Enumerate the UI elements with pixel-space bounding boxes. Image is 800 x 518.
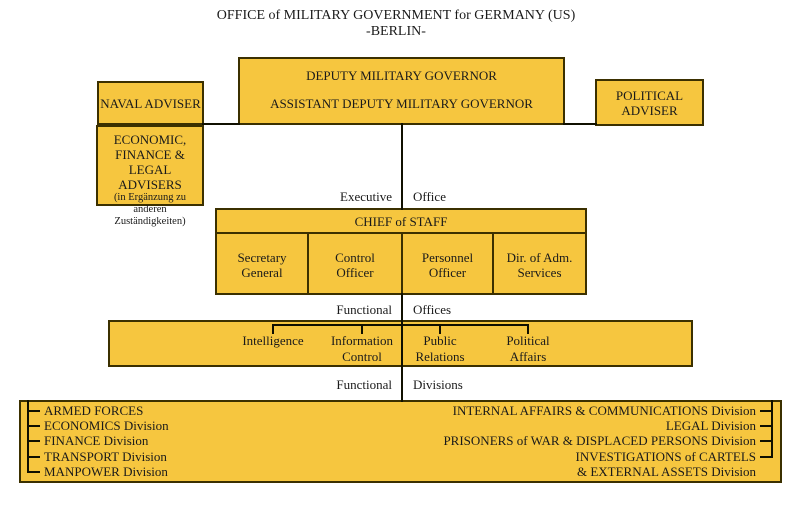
division-row: PRISONERS of WAR & DISPLACED PERSONS Div… [443,433,773,449]
division-row: FINANCE Division [27,433,169,449]
chief-of-staff-row: Secretary General Control Officer Person… [217,234,585,295]
division-row: ECONOMICS Division [27,418,169,433]
center-line-upper [401,123,403,210]
functional-offices-label-left: Functional [336,302,392,317]
division-tick [760,409,773,412]
office-intelligence: Intelligence [242,333,304,348]
connector-deputy-to-political [563,123,597,125]
chart-title-line1: OFFICE of MILITARY GOVERNMENT for GERMAN… [216,8,576,23]
division-armed-forces: ARMED FORCES [44,402,144,418]
division-external-assets: & EXTERNAL ASSETS Division [576,464,756,480]
division-internal-affairs: INTERNAL AFFAIRS & COMMUNICATIONS Divisi… [452,402,756,418]
division-tick [27,471,40,474]
box-deputy-military-governor: DEPUTY MILITARY GOVERNOR ASSISTANT DEPUT… [238,57,565,125]
division-row: & EXTERNAL ASSETS Division [443,464,773,480]
box-economic-finance-legal-advisers: ECONOMIC, FINANCE & LEGAL ADVISERS (in E… [96,125,204,227]
offices-bracket-line [272,324,529,326]
division-economics: ECONOMICS Division [44,418,169,434]
division-tick [27,425,40,428]
assistant-deputy-governor-label: ASSISTANT DEPUTY MILITARY GOVERNOR [270,96,533,111]
division-transport: TRANSPORT Division [44,448,167,464]
executive-office-label-left: Executive [340,189,392,204]
deputy-governor-label: DEPUTY MILITARY GOVERNOR [306,68,497,83]
divisions-right-list: INTERNAL AFFAIRS & COMMUNICATIONS Divisi… [443,403,773,480]
chart-title-line2: -BERLIN- [366,24,426,39]
chief-of-staff-table: CHIEF of STAFF Secretary General Control… [215,208,587,295]
functional-divisions-label-right: Divisions [413,377,463,392]
cell-secretary-general: Secretary General [217,234,309,295]
economic-label-line3: LEGAL ADVISERS [118,162,182,192]
division-investigations-cartels: INVESTIGATIONS of CARTELS [575,448,757,464]
division-row: INVESTIGATIONS of CARTELS [443,449,773,464]
division-tick [27,440,40,443]
offices-bracket-tick-4 [527,324,529,334]
box-political-adviser: POLITICAL ADVISER [595,79,704,126]
division-prisoners-of-war: PRISONERS of WAR & DISPLACED PERSONS Div… [443,433,756,449]
center-line-lower [401,293,403,402]
offices-bracket-tick-2 [361,324,363,334]
connector-naval-to-deputy [202,123,240,125]
division-tick [760,425,773,428]
division-tick [27,455,40,458]
division-legal: LEGAL Division [665,418,756,434]
division-tick [760,455,773,458]
office-information-control: Information Control [330,333,394,364]
division-row: TRANSPORT Division [27,449,169,464]
chart-title: OFFICE of MILITARY GOVERNMENT for GERMAN… [0,8,792,40]
economic-label-line2: FINANCE & [115,147,185,162]
executive-office-label-right: Office [413,189,446,204]
divisions-left-bracket-line [27,400,29,473]
division-row: ARMED FORCES [27,403,169,418]
cell-dir-adm-services: Dir. of Adm. Services [506,249,573,280]
functional-offices-box [108,320,693,367]
division-manpower: MANPOWER Division [44,464,168,480]
division-row: INTERNAL AFFAIRS & COMMUNICATIONS Divisi… [443,403,773,418]
economic-label-line1: ECONOMIC, [113,132,187,147]
offices-bracket-tick-1 [272,324,274,334]
division-row: MANPOWER Division [27,464,169,480]
economic-note-line1: (in Ergänzung zu anderen [113,192,187,215]
divisions-right-bracket-line [771,400,773,456]
division-tick [27,409,40,412]
naval-adviser-label: NAVAL ADVISER [100,95,201,111]
division-row: LEGAL Division [443,418,773,433]
functional-divisions-label-left: Functional [336,377,392,392]
office-political-affairs: Political Affairs [506,333,550,364]
division-finance: FINANCE Division [44,433,149,449]
cell-control-officer: Control Officer [309,234,403,295]
offices-bracket-tick-3 [439,324,441,334]
divisions-left-list: ARMED FORCES ECONOMICS Division FINANCE … [27,403,169,480]
division-tick [760,440,773,443]
political-adviser-label: POLITICAL ADVISER [615,87,684,118]
division-tick-spacer [760,471,773,473]
chief-of-staff-header: CHIEF of STAFF [217,210,585,234]
box-naval-adviser: NAVAL ADVISER [97,81,204,125]
office-public-relations: Public Relations [415,333,465,364]
functional-offices-label-right: Offices [413,302,452,317]
cell-personnel-officer: Personnel Officer [403,234,494,295]
functional-divisions-box [19,400,782,483]
economic-note-line2: Zuständigkeiten) [114,216,186,227]
